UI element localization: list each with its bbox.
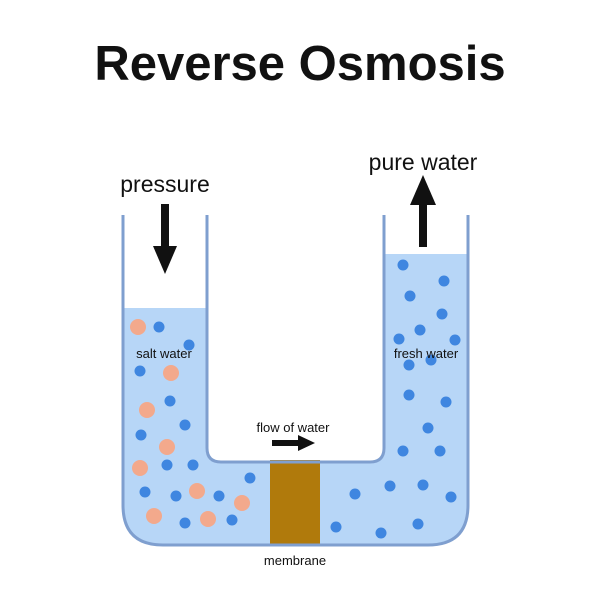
salt-particle <box>163 365 179 381</box>
right-arrow-icon <box>272 435 315 451</box>
salt-particle <box>159 439 175 455</box>
water-molecule <box>153 321 165 333</box>
water-molecule <box>139 486 151 498</box>
water-molecule <box>375 527 387 539</box>
water-molecule <box>449 334 461 346</box>
water-molecule <box>403 359 415 371</box>
water-molecule <box>417 479 429 491</box>
salt-particle <box>132 460 148 476</box>
salt-particle <box>189 483 205 499</box>
water-fill <box>123 254 468 545</box>
salt-particles <box>130 319 250 527</box>
water-molecule <box>384 480 396 492</box>
water-molecule <box>445 491 457 503</box>
water-molecule <box>404 290 416 302</box>
water-molecule <box>134 365 146 377</box>
salt-particle <box>146 508 162 524</box>
water-molecule <box>425 354 437 366</box>
pressure-label: pressure <box>120 171 209 197</box>
water-molecule <box>436 308 448 320</box>
water-molecule <box>397 259 409 271</box>
membrane-label: membrane <box>264 553 326 568</box>
salt-particle <box>200 511 216 527</box>
fresh-water-label: fresh water <box>394 346 459 361</box>
water-molecule <box>170 490 182 502</box>
water-molecule <box>414 324 426 336</box>
water-molecule <box>438 275 450 287</box>
water-molecule <box>412 518 424 530</box>
down-arrow-icon <box>153 204 177 274</box>
water-molecule <box>226 514 238 526</box>
water-molecule <box>164 395 176 407</box>
membrane <box>270 460 320 546</box>
salt-particle <box>234 495 250 511</box>
water-molecule <box>434 445 446 457</box>
up-arrow-icon <box>410 175 436 247</box>
water-molecule <box>330 521 342 533</box>
water-molecule <box>179 419 191 431</box>
water-molecule <box>403 389 415 401</box>
water-molecules-right <box>330 259 461 539</box>
water-molecule <box>397 445 409 457</box>
salt-water-label: salt water <box>136 346 192 361</box>
water-molecule <box>349 488 361 500</box>
water-molecule <box>183 339 195 351</box>
water-molecule <box>187 459 199 471</box>
water-molecule <box>422 422 434 434</box>
diagram-title: Reverse Osmosis <box>94 37 505 91</box>
salt-particle <box>130 319 146 335</box>
water-molecule <box>135 429 147 441</box>
u-tube-inner-wall <box>205 215 386 464</box>
flow-of-water-label: flow of water <box>257 420 331 435</box>
pure-water-label: pure water <box>369 149 478 175</box>
salt-particle <box>139 402 155 418</box>
water-molecule <box>161 459 173 471</box>
u-tube-outer-wall <box>121 215 470 547</box>
water-molecule <box>440 396 452 408</box>
water-molecule <box>393 333 405 345</box>
water-molecule <box>244 472 256 484</box>
water-molecule <box>179 517 191 529</box>
water-molecules-left <box>134 321 256 529</box>
water-molecule <box>213 490 225 502</box>
